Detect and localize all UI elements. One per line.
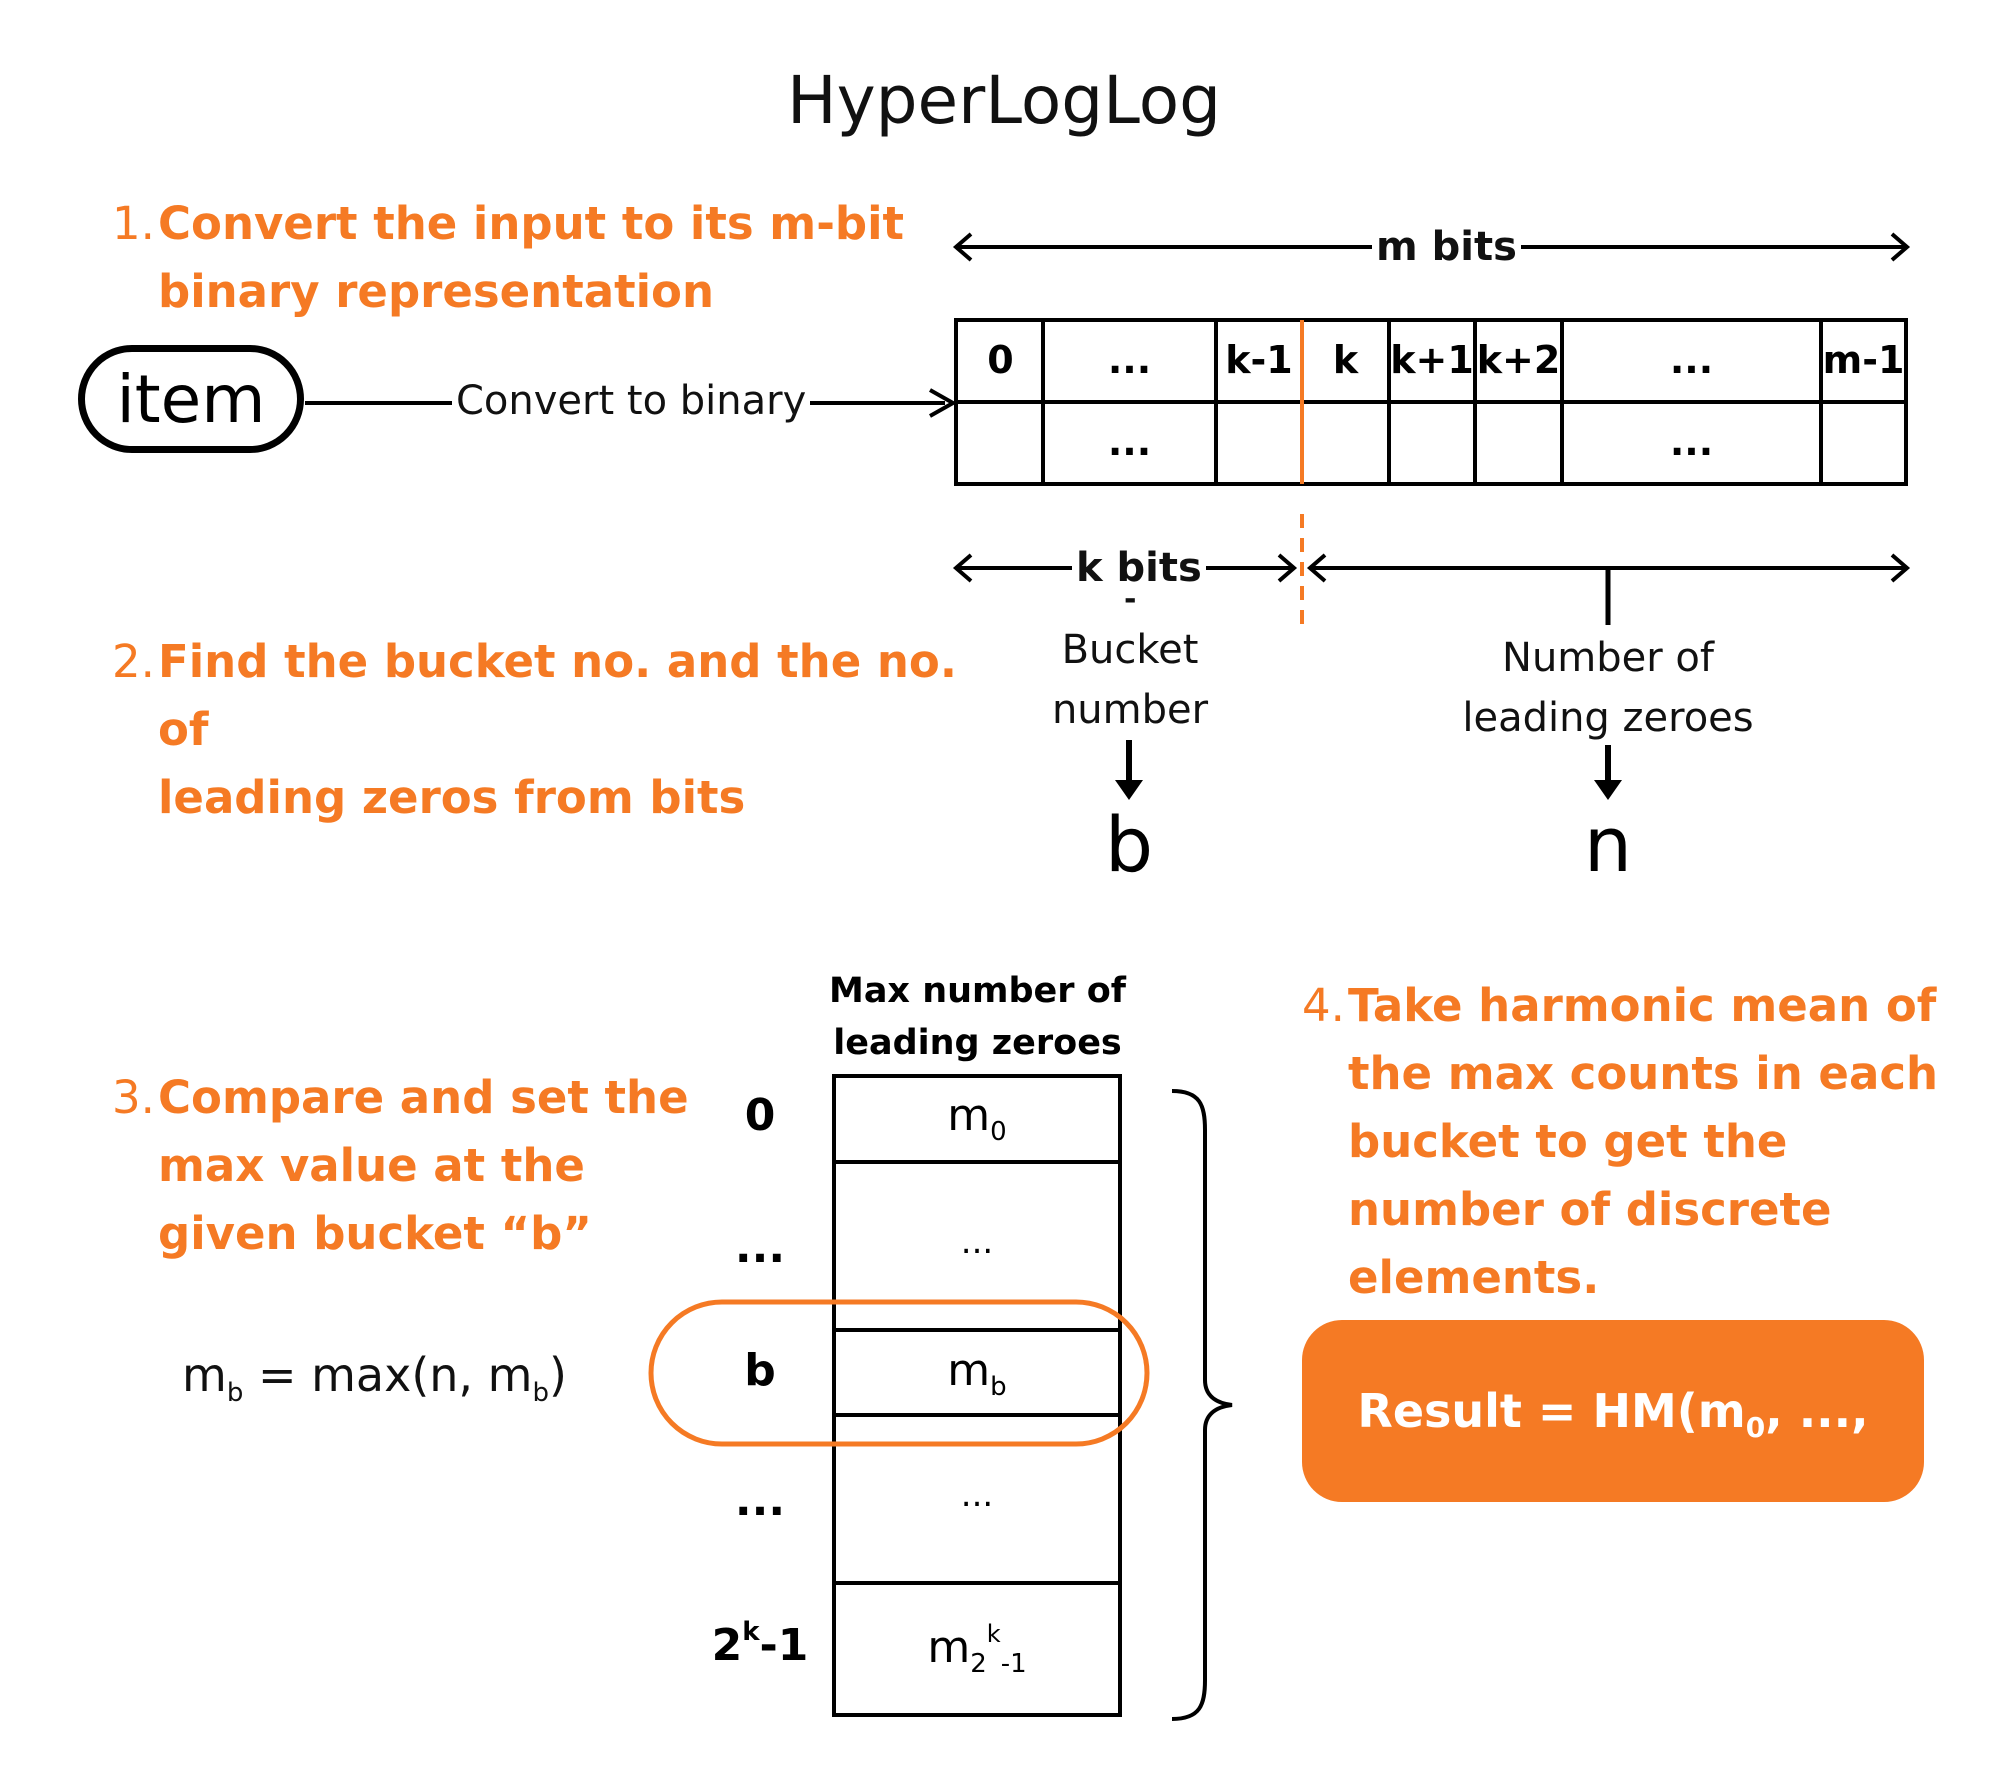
bit-cell-k: k bbox=[1332, 338, 1359, 382]
table-index-dots-2: ... bbox=[734, 1475, 786, 1526]
bucket-symbol-b: b bbox=[1104, 800, 1154, 889]
table-value-mb: mb bbox=[834, 1345, 1120, 1402]
result-pre: Result = HM(m bbox=[1357, 1384, 1746, 1438]
table-header-line-1: Max number of bbox=[828, 971, 1127, 1011]
bits-grid bbox=[954, 318, 1908, 486]
formula-eq: = max(n, m bbox=[243, 1348, 533, 1402]
m-bits-arrowhead-left bbox=[952, 232, 973, 262]
table-index-0: 0 bbox=[744, 1090, 776, 1141]
bit-cell-k+2: k+2 bbox=[1476, 338, 1561, 382]
bit-cell-0: 0 bbox=[987, 338, 1014, 382]
table-value-dots-1: ... bbox=[960, 1222, 994, 1262]
step-4-line-2: the max counts in each bbox=[1348, 1047, 1939, 1100]
bit-cell-k+1: k+1 bbox=[1390, 338, 1474, 382]
step-4-line-1-post: of bbox=[1870, 979, 1937, 1032]
step-4-line-5: elements. bbox=[1348, 1251, 1600, 1304]
convert-arrowhead bbox=[929, 388, 958, 418]
table-value-mlast: m2k-1 bbox=[834, 1620, 1120, 1679]
leading-zeroes-label: Number of leading zeroes bbox=[1438, 628, 1778, 748]
step-2: 2. Find the bucket no. and the no. of le… bbox=[112, 628, 962, 824]
table-header-line-2: leading zeroes bbox=[833, 1023, 1122, 1063]
zeros-symbol-n: n bbox=[1583, 800, 1633, 889]
formula-rhs-sub: b bbox=[532, 1378, 550, 1408]
step-2-line-1: Find the bucket no. and the no. of bbox=[158, 635, 957, 756]
bucket-number-label-line-1: Bucket bbox=[1061, 627, 1199, 673]
step-1-number: 1. bbox=[112, 197, 155, 250]
formula-lhs: m bbox=[182, 1348, 227, 1402]
page-title: HyperLogLog bbox=[786, 62, 1222, 139]
table-header: Max number of leading zeroes bbox=[820, 965, 1135, 1069]
table-index-last-sup: k bbox=[742, 1617, 760, 1647]
leading-zeroes-label-line-2: leading zeroes bbox=[1462, 695, 1754, 741]
step-3-line-3-pre: given bucket “ bbox=[158, 1207, 531, 1260]
bit-cell-dots-1: ... bbox=[1107, 338, 1152, 382]
step-2-number: 2. bbox=[112, 635, 155, 688]
bit-row2-dots-1: ... bbox=[1107, 420, 1152, 464]
bucket-number-label: Bucket number bbox=[1010, 620, 1250, 740]
k-bits-label: k bits bbox=[1072, 545, 1206, 591]
step-3-line-2: max value at the bbox=[158, 1139, 585, 1192]
step-4-line-4: number of discrete bbox=[1348, 1183, 1832, 1236]
m0-base: m bbox=[947, 1090, 991, 1141]
step-3: 3. Compare and set the max value at the … bbox=[112, 1064, 712, 1274]
step-4-harmonic-mean: harmonic mean bbox=[1478, 979, 1871, 1032]
result-end: ) bbox=[1659, 1573, 1681, 1627]
m-bits-arrowhead-right bbox=[1890, 232, 1911, 262]
bit-cell-k-1: k-1 bbox=[1225, 338, 1293, 382]
step-3-line-3-post: ” bbox=[562, 1207, 592, 1260]
step-3-bucket-b: b bbox=[530, 1207, 563, 1260]
item-node: item bbox=[78, 345, 304, 453]
bucket-number-label-line-2: number bbox=[1051, 687, 1209, 733]
bit-row2-dots-2: ... bbox=[1669, 420, 1714, 464]
step-4-line-1: Take harmonic mean of bbox=[1348, 972, 1938, 1040]
table-index-last-tail: -1 bbox=[759, 1620, 809, 1671]
result-sub2: 2 bbox=[1593, 1600, 1614, 1633]
step-4-number: 4. bbox=[1302, 979, 1345, 1032]
curly-brace bbox=[1171, 1089, 1233, 1721]
update-formula: mb = max(n, mb) bbox=[182, 1348, 567, 1408]
m0-sub: 0 bbox=[990, 1117, 1007, 1147]
table-index-last: 2k-1 bbox=[700, 1617, 820, 1671]
bucket-table bbox=[832, 1074, 1122, 1717]
step-1-line-2: binary representation bbox=[158, 265, 714, 318]
result-mid: , ..., m bbox=[1545, 1384, 1869, 1627]
mb-base: m bbox=[947, 1345, 991, 1396]
step-4: 4. Take harmonic mean of the max counts … bbox=[1302, 972, 1982, 1322]
mlast-base: m bbox=[927, 1622, 971, 1673]
step-4-line-3: bucket to get the bbox=[1348, 1115, 1788, 1168]
bucket-b-highlight bbox=[648, 1299, 1150, 1447]
mlast-sub2: -1 bbox=[1000, 1649, 1027, 1679]
formula-end: ) bbox=[549, 1348, 567, 1402]
mlast-sup: k bbox=[986, 1620, 1001, 1648]
step-3-line-1: Compare and set the bbox=[158, 1071, 689, 1124]
bit-cell-m-1: m-1 bbox=[1822, 338, 1905, 382]
convert-label: Convert to binary bbox=[452, 378, 811, 424]
table-index-last-base: 2 bbox=[711, 1620, 743, 1671]
mb-sub: b bbox=[990, 1372, 1007, 1402]
table-value-dots-2: ... bbox=[960, 1475, 994, 1515]
k-bits-dash: - bbox=[1124, 582, 1137, 617]
step-2-line-2: leading zeros from bits bbox=[158, 771, 746, 824]
formula-lhs-sub: b bbox=[226, 1378, 244, 1408]
table-index-b: b bbox=[744, 1345, 776, 1396]
step-4-line-1-pre: Take bbox=[1348, 979, 1479, 1032]
step-1-line-1: Convert the input to its m-bit bbox=[158, 197, 905, 250]
mlast-sub: 2 bbox=[970, 1649, 987, 1679]
step-1: 1. Convert the input to its m-bit binary… bbox=[112, 190, 912, 330]
table-index-dots-1: ... bbox=[734, 1222, 786, 1273]
result-box: Result = HM(m0, ..., m2k -1) bbox=[1302, 1320, 1924, 1635]
step-3-number: 3. bbox=[112, 1071, 155, 1124]
result-sup: k bbox=[1613, 1571, 1631, 1601]
table-value-m0: m0 bbox=[834, 1090, 1120, 1147]
m-bits-label: m bits bbox=[1372, 224, 1521, 270]
result-sub3: -1 bbox=[1630, 1605, 1660, 1635]
bit-cell-dots-2: ... bbox=[1669, 338, 1714, 382]
result-sub0: 0 bbox=[1745, 1411, 1766, 1444]
step-3-line-3: given bucket “b” bbox=[158, 1200, 689, 1268]
leading-zeroes-label-line-1: Number of bbox=[1502, 635, 1714, 681]
